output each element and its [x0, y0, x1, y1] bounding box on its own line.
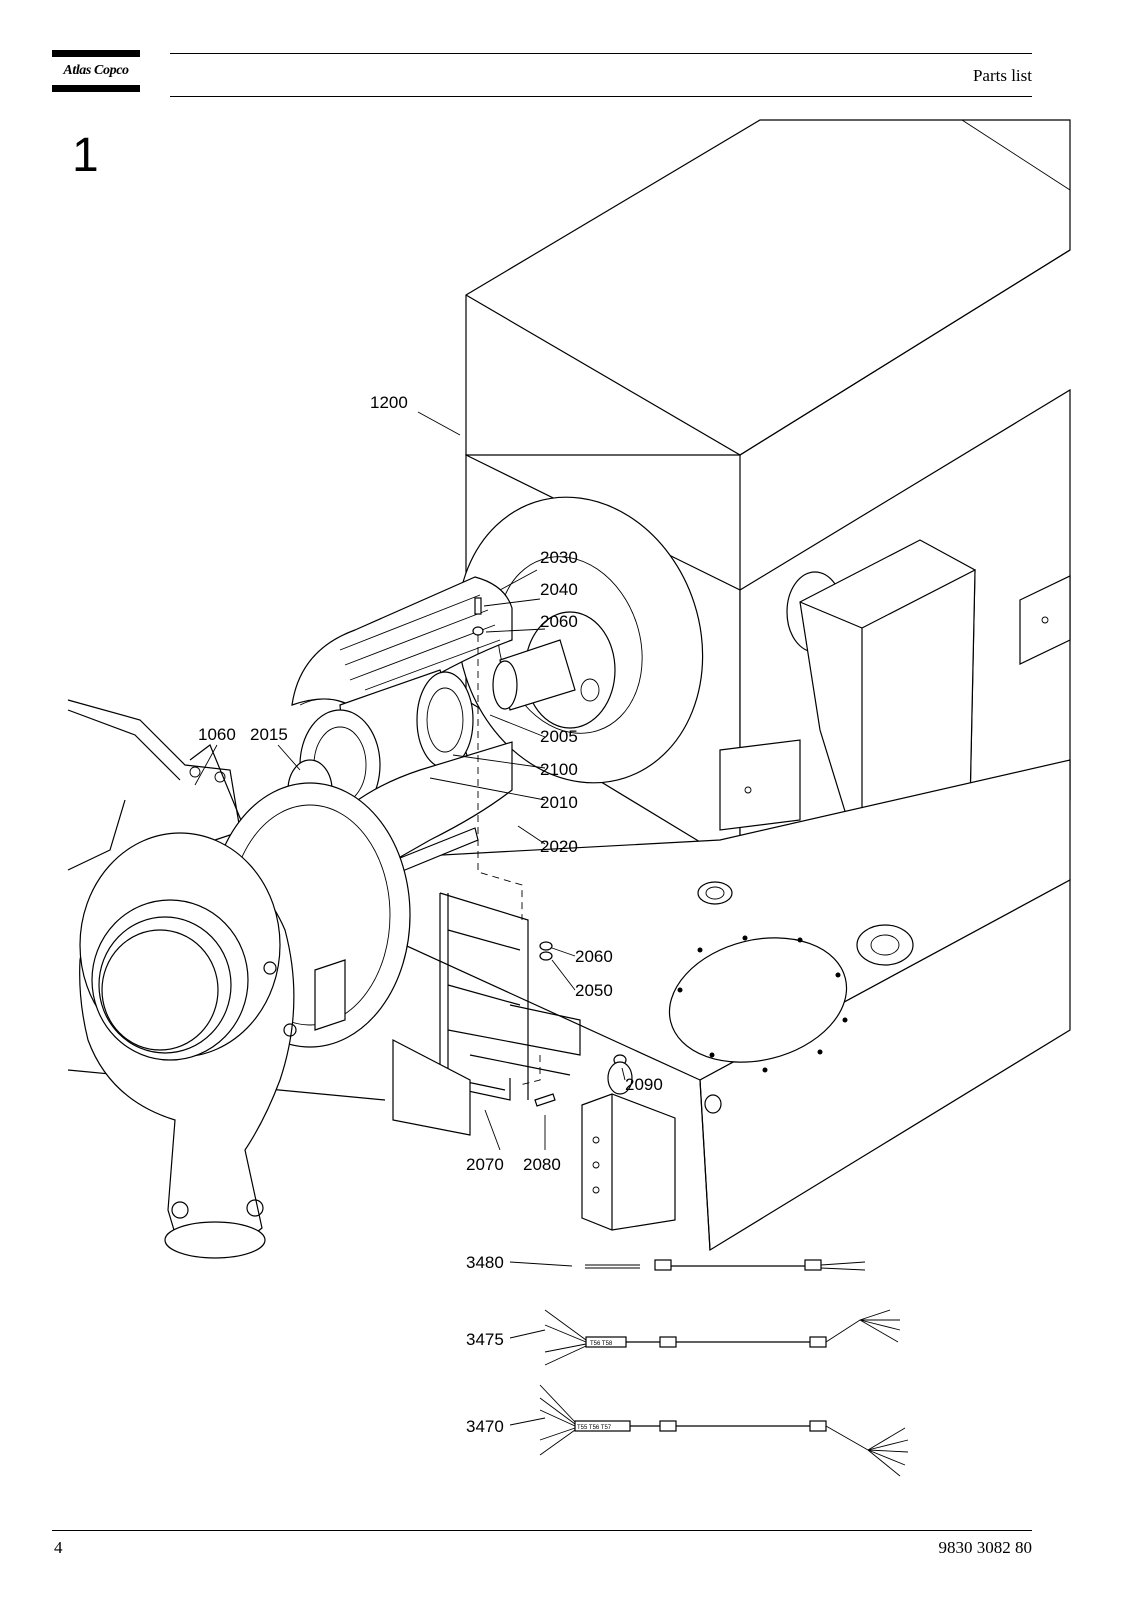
support-foot-left — [392, 1039, 471, 1136]
callout-1060: 1060 — [198, 725, 236, 744]
side-panel-hole — [1041, 616, 1049, 624]
base-plate-opening — [668, 935, 848, 1073]
callout-3480: 3480 — [466, 1253, 504, 1272]
fasteners — [472, 597, 627, 1107]
side-panel — [1019, 575, 1071, 665]
callout-2050: 2050 — [575, 981, 613, 1000]
callout-2090: 2090 — [625, 1075, 663, 1094]
header-rule-top — [170, 53, 1032, 54]
callout-2030: 2030 — [540, 548, 578, 567]
callout-2005: 2005 — [540, 727, 578, 746]
callout-2100: 2100 — [540, 760, 578, 779]
compressor-volute — [79, 782, 411, 1259]
callout-2060-bottom: 2060 — [575, 947, 613, 966]
guard-bracket — [439, 892, 581, 1101]
logo-bar-bottom — [52, 85, 140, 92]
cable-label-3475: T56 T58 — [590, 1341, 613, 1347]
cable-3480 — [585, 1259, 866, 1271]
footer-rule — [52, 1530, 1032, 1531]
callout-2020: 2020 — [540, 837, 578, 856]
logo-wordmark: Atlas Copco — [63, 63, 129, 78]
document-number: 9830 3082 80 — [938, 1538, 1033, 1557]
header-rule-bottom — [170, 96, 1032, 97]
callout-2080: 2080 — [523, 1155, 561, 1174]
cable-label-3470: T55 T56 T57 — [577, 1425, 612, 1431]
callout-2010: 2010 — [540, 793, 578, 812]
callout-2060-top: 2060 — [540, 612, 578, 631]
support-foot-right — [581, 1061, 676, 1231]
assembly-dashline-1 — [477, 635, 523, 920]
base-frame — [349, 739, 1071, 1252]
callout-2040: 2040 — [540, 580, 578, 599]
callout-2015: 2015 — [250, 725, 288, 744]
callout-3470: 3470 — [466, 1417, 504, 1436]
leader-lines — [194, 411, 626, 1426]
callout-1200: 1200 — [370, 393, 408, 412]
assembly-dashline-2 — [519, 1055, 541, 1086]
terminal-box — [786, 539, 976, 861]
motor-shaft — [492, 611, 616, 729]
section-title: Parts list — [972, 66, 1032, 85]
base-bushings — [697, 881, 914, 966]
logo-bar-top — [52, 50, 140, 57]
callout-3475: 3475 — [466, 1330, 504, 1349]
figure-number: 1 — [72, 129, 99, 182]
callout-2070: 2070 — [466, 1155, 504, 1174]
cable-3475 — [544, 1309, 901, 1366]
page-number: 4 — [54, 1538, 63, 1557]
atlas-copco-logo: Atlas Copco — [52, 50, 140, 92]
cable-3470 — [539, 1384, 909, 1477]
